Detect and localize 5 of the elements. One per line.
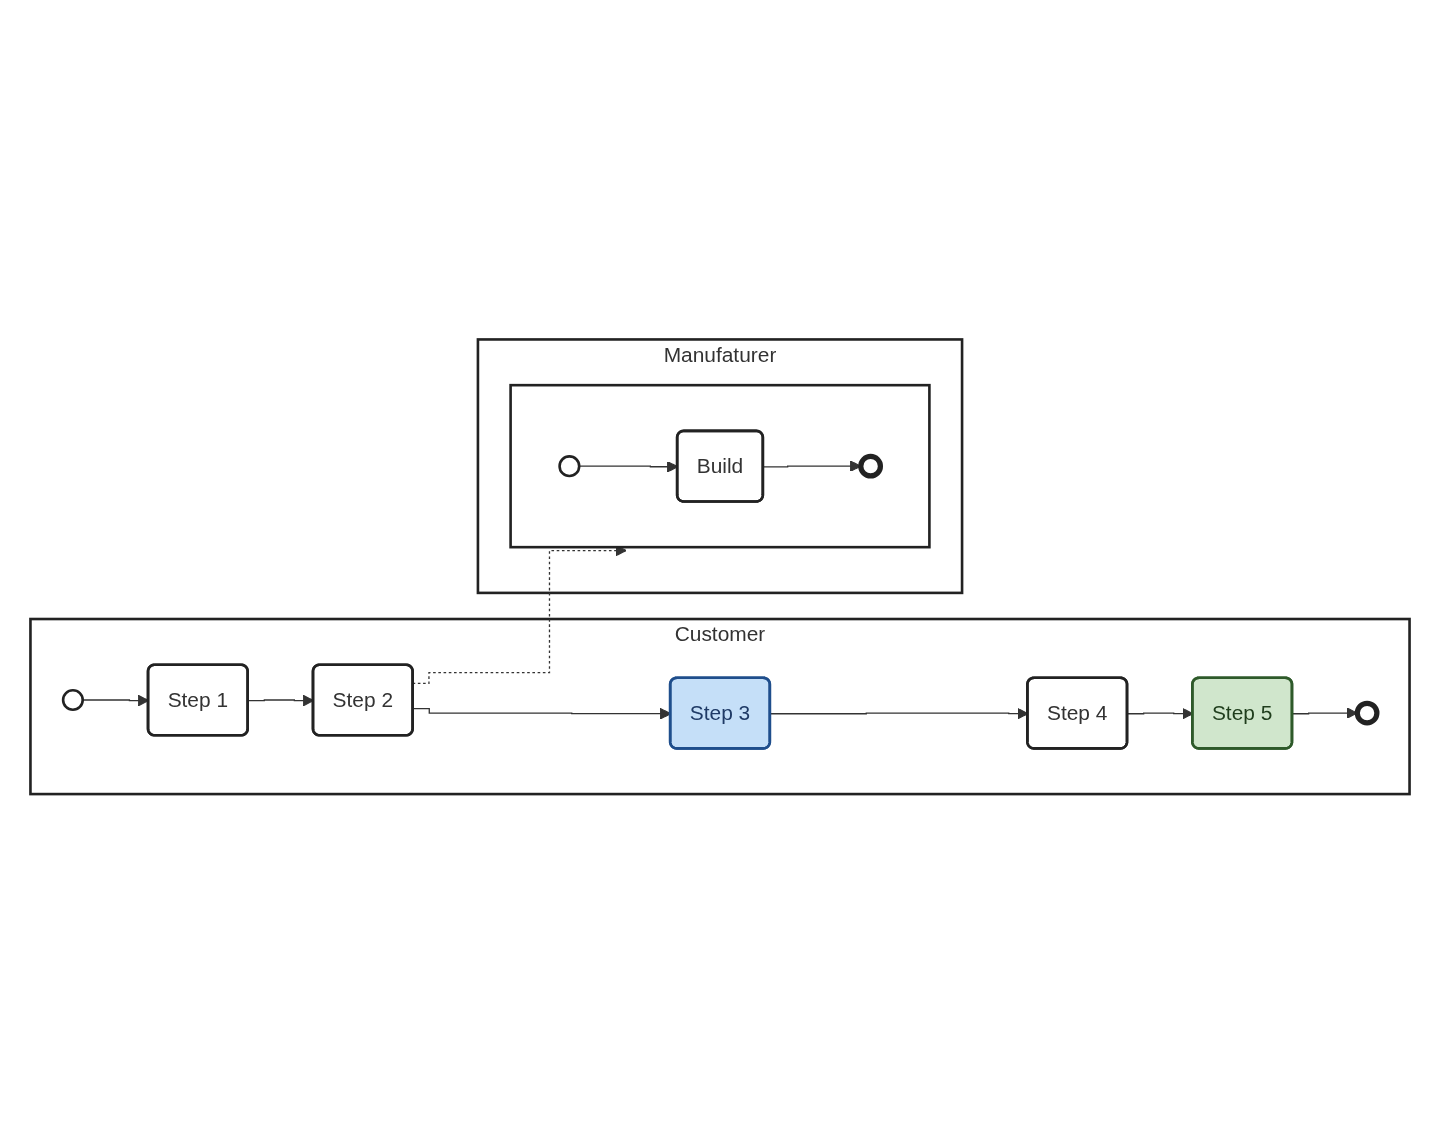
node-circle	[61, 689, 84, 712]
cluster	[509, 384, 931, 549]
node-circle	[1354, 700, 1380, 726]
node-circle	[558, 455, 581, 478]
node-circle	[858, 454, 884, 479]
